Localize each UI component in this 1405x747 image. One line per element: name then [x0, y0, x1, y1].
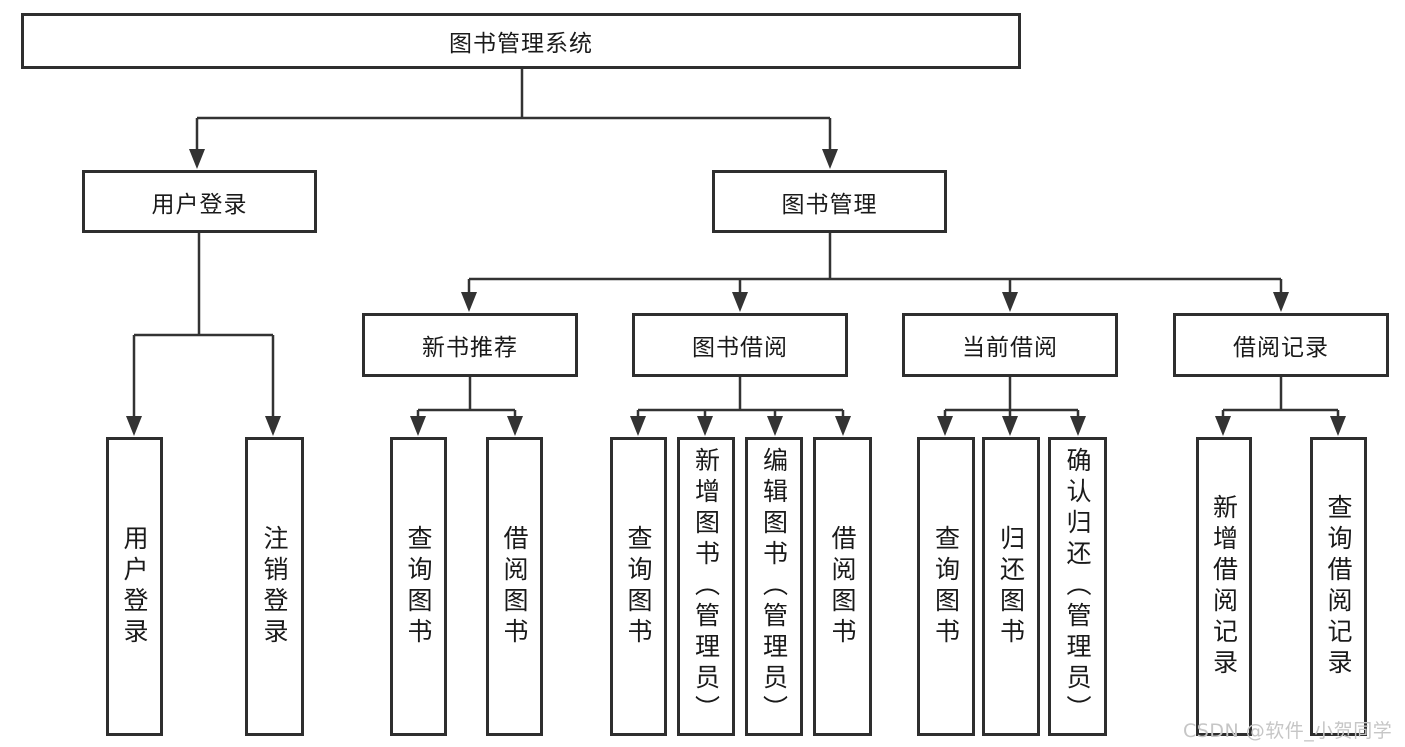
leaf-bb-borrow-books: 借阅图书 [813, 437, 872, 736]
leaf-cb-confirm-return-admin: 确认归还（管理员） [1048, 437, 1107, 736]
leaf-br-add-record-label: 新增借阅记录 [1209, 493, 1239, 680]
leaf-nb-borrow-books-label: 借阅图书 [500, 524, 529, 649]
node-borrow-records: 借阅记录 [1173, 313, 1389, 377]
leaf-br-query-record-label: 查询借阅记录 [1324, 493, 1353, 680]
node-borrow-records-label: 借阅记录 [1233, 335, 1329, 361]
leaf-nb-query-books: 查询图书 [390, 437, 447, 736]
leaf-br-query-record: 查询借阅记录 [1310, 437, 1367, 736]
leaf-br-add-record: 新增借阅记录 [1196, 437, 1252, 736]
leaf-logout: 注销登录 [245, 437, 304, 736]
node-user-login-label: 用户登录 [151, 191, 248, 218]
node-root: 图书管理系统 [21, 13, 1021, 69]
leaf-cb-confirm-return-admin-label: 确认归还（管理员） [1063, 447, 1092, 726]
node-root-label: 图书管理系统 [449, 31, 593, 57]
leaf-cb-return-books: 归还图书 [982, 437, 1040, 736]
node-current-borrow: 当前借阅 [902, 313, 1118, 377]
arrowheads [126, 149, 1346, 436]
node-new-book-recommend-label: 新书推荐 [422, 335, 518, 361]
leaf-nb-borrow-books: 借阅图书 [486, 437, 543, 736]
watermark: CSDN @软件_小贺同学 [1183, 720, 1393, 742]
node-user-login: 用户登录 [82, 170, 317, 233]
leaf-user-login: 用户登录 [106, 437, 163, 736]
leaf-cb-query-books: 查询图书 [917, 437, 975, 736]
leaf-bb-add-books-admin: 新增图书（管理员） [677, 437, 735, 736]
node-current-borrow-label: 当前借阅 [962, 335, 1058, 361]
leaf-logout-label: 注销登录 [260, 524, 289, 649]
node-book-borrow-label: 图书借阅 [692, 335, 788, 361]
leaf-bb-edit-books-admin-label: 编辑图书（管理员） [759, 447, 789, 726]
node-book-borrow: 图书借阅 [632, 313, 848, 377]
node-book-management: 图书管理 [712, 170, 947, 233]
leaf-bb-query-books: 查询图书 [610, 437, 667, 736]
leaf-cb-query-books-label: 查询图书 [931, 524, 961, 649]
leaf-user-login-label: 用户登录 [120, 524, 149, 649]
node-book-management-label: 图书管理 [781, 191, 878, 218]
leaf-bb-add-books-admin-label: 新增图书（管理员） [691, 447, 721, 726]
leaf-bb-edit-books-admin: 编辑图书（管理员） [745, 437, 803, 736]
leaf-bb-query-books-label: 查询图书 [624, 524, 653, 649]
leaf-nb-query-books-label: 查询图书 [404, 524, 433, 649]
leaf-bb-borrow-books-label: 借阅图书 [828, 524, 857, 649]
node-new-book-recommend: 新书推荐 [362, 313, 578, 377]
leaf-cb-return-books-label: 归还图书 [996, 524, 1026, 649]
